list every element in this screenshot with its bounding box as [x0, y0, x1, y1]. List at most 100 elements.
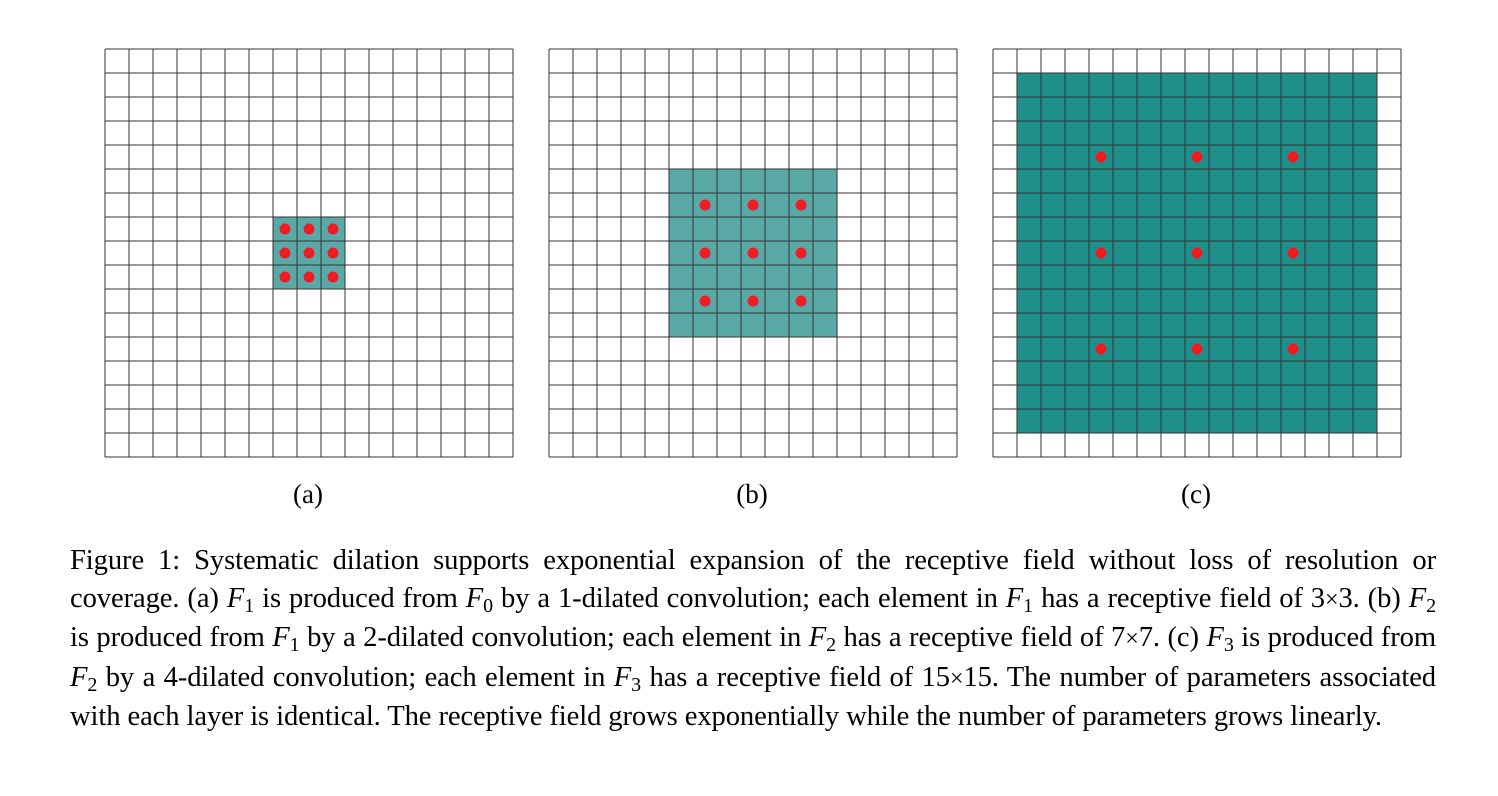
receptive-cell: [1041, 217, 1065, 241]
receptive-cell: [765, 313, 789, 337]
receptive-cell: [669, 241, 693, 265]
caption-text: is produced from: [70, 622, 273, 654]
kernel-tap-dot: [795, 199, 807, 211]
receptive-cell: [1257, 193, 1281, 217]
receptive-cell: [1089, 265, 1113, 289]
kernel-tap-dot: [1191, 247, 1203, 259]
panel-b-grid: [548, 48, 958, 458]
caption-text: 3. (b): [1338, 583, 1409, 615]
receptive-cell: [1065, 73, 1089, 97]
subscript: 1: [244, 595, 255, 618]
receptive-cell: [1281, 97, 1305, 121]
receptive-cell: [741, 265, 765, 289]
receptive-cell: [1329, 337, 1353, 361]
receptive-cell: [1113, 265, 1137, 289]
receptive-cell: [1329, 241, 1353, 265]
receptive-cell: [813, 193, 837, 217]
receptive-cell: [1161, 409, 1185, 433]
subscript: 2: [826, 634, 837, 657]
receptive-cell: [1089, 289, 1113, 313]
receptive-cell: [765, 289, 789, 313]
receptive-cell: [1017, 241, 1041, 265]
subcaption-b: (b): [736, 479, 768, 509]
receptive-cell: [1329, 265, 1353, 289]
receptive-cell: [1065, 289, 1089, 313]
receptive-cell: [1089, 385, 1113, 409]
var-F: F: [226, 583, 245, 615]
kernel-tap-dot: [327, 223, 339, 235]
receptive-cell: [1113, 313, 1137, 337]
receptive-cell: [1305, 313, 1329, 337]
receptive-cell: [1017, 217, 1041, 241]
receptive-cell: [1185, 193, 1209, 217]
receptive-cell: [1233, 97, 1257, 121]
receptive-cell: [1041, 97, 1065, 121]
panel-a-grid: [104, 48, 514, 458]
receptive-cell: [1329, 193, 1353, 217]
receptive-cell: [1137, 337, 1161, 361]
receptive-cell: [1353, 385, 1377, 409]
receptive-cell: [1065, 313, 1089, 337]
kernel-tap-dot: [795, 295, 807, 307]
receptive-cell: [1017, 121, 1041, 145]
kernel-tap-dot: [303, 247, 315, 259]
receptive-cell: [1209, 169, 1233, 193]
receptive-cell: [1017, 289, 1041, 313]
var-F: F: [1005, 583, 1024, 615]
receptive-cell: [1161, 289, 1185, 313]
receptive-cell: [765, 217, 789, 241]
receptive-cell: [1065, 409, 1089, 433]
receptive-cell: [1305, 193, 1329, 217]
receptive-cell: [669, 265, 693, 289]
receptive-cell: [1257, 265, 1281, 289]
receptive-cell: [1113, 97, 1137, 121]
receptive-cell: [1281, 73, 1305, 97]
receptive-cell: [1257, 217, 1281, 241]
times-sign: ×: [1125, 626, 1139, 653]
receptive-cell: [1065, 193, 1089, 217]
receptive-cell: [1329, 73, 1353, 97]
receptive-cell: [1017, 145, 1041, 169]
kernel-tap-dot: [303, 223, 315, 235]
receptive-cell: [1065, 241, 1089, 265]
receptive-cell: [1257, 313, 1281, 337]
receptive-cell: [1353, 313, 1377, 337]
receptive-cell: [1233, 121, 1257, 145]
receptive-cell: [1305, 241, 1329, 265]
receptive-cell: [1281, 169, 1305, 193]
receptive-cell: [1017, 265, 1041, 289]
receptive-cell: [693, 217, 717, 241]
receptive-cell: [1089, 409, 1113, 433]
receptive-cell: [1017, 169, 1041, 193]
receptive-cell: [1113, 337, 1137, 361]
receptive-cell: [1233, 145, 1257, 169]
caption-text: 7. (c): [1138, 622, 1207, 654]
receptive-cell: [1353, 409, 1377, 433]
receptive-cell: [1089, 97, 1113, 121]
receptive-cell: [1305, 169, 1329, 193]
kernel-tap-dot: [747, 247, 759, 259]
receptive-cell: [1065, 361, 1089, 385]
receptive-cell: [1209, 241, 1233, 265]
receptive-cell: [1065, 169, 1089, 193]
receptive-cell: [1161, 217, 1185, 241]
receptive-cell: [813, 217, 837, 241]
caption-text: by a 1-dilated convolution; each element…: [493, 583, 1006, 615]
receptive-cell: [1329, 289, 1353, 313]
panel-c-grid: [992, 48, 1402, 458]
receptive-cell: [1353, 265, 1377, 289]
receptive-cell: [717, 241, 741, 265]
receptive-cell: [741, 313, 765, 337]
var-F: F: [613, 661, 632, 693]
subscript: 1: [289, 634, 300, 657]
receptive-cell: [1257, 73, 1281, 97]
receptive-cell: [1353, 241, 1377, 265]
receptive-cell: [1041, 73, 1065, 97]
receptive-cell: [1329, 121, 1353, 145]
kernel-tap-dot: [1287, 343, 1299, 355]
receptive-cell: [1281, 289, 1305, 313]
receptive-cell: [1305, 337, 1329, 361]
receptive-cell: [1017, 73, 1041, 97]
receptive-cell: [1257, 145, 1281, 169]
receptive-cell: [1233, 289, 1257, 313]
